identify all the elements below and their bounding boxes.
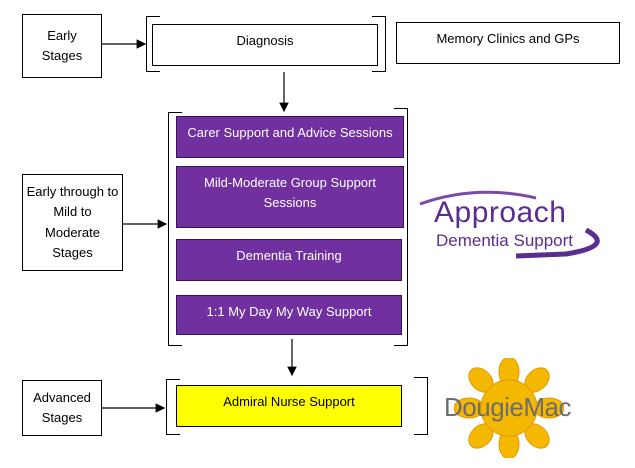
service-carer-support: Carer Support and Advice Sessions bbox=[176, 116, 404, 158]
admiral-bracket-right bbox=[414, 377, 428, 435]
diagnosis-bracket-right bbox=[372, 16, 386, 72]
service-group-support: Mild-Moderate Group Support Sessions bbox=[176, 166, 404, 228]
dougiemac-logo: DougieMac bbox=[444, 358, 594, 458]
stage-advanced-box: Advanced Stages bbox=[22, 380, 102, 436]
service-group-support-label: Mild-Moderate Group Support Sessions bbox=[204, 175, 376, 211]
services-bracket-left bbox=[168, 112, 182, 346]
approach-logo-line1: Approach bbox=[434, 196, 567, 229]
stage-mid-label: Early through to Mild to Moderate Stages bbox=[26, 184, 119, 260]
stage-advanced-label: Advanced Stages bbox=[33, 389, 91, 425]
stage-early-box: Early Stages bbox=[22, 14, 102, 78]
services-bracket-right bbox=[394, 108, 408, 346]
approach-logo-line2: Dementia Support bbox=[436, 231, 574, 250]
admiral-nurse-box: Admiral Nurse Support bbox=[176, 385, 402, 427]
diagnosis-label: Diagnosis bbox=[236, 33, 294, 48]
diagnosis-bracket-left bbox=[146, 16, 160, 72]
service-carer-support-label: Carer Support and Advice Sessions bbox=[187, 125, 393, 140]
service-dementia-training-label: Dementia Training bbox=[236, 248, 342, 263]
diagnosis-box: Diagnosis bbox=[152, 24, 378, 66]
stage-early-label: Early Stages bbox=[41, 27, 83, 63]
service-dementia-training: Dementia Training bbox=[176, 239, 402, 281]
admiral-bracket-left bbox=[166, 379, 180, 435]
sun-icon bbox=[454, 358, 564, 458]
service-my-day-my-way-label: 1:1 My Day My Way Support bbox=[206, 304, 372, 319]
dougiemac-logo-text: DougieMac bbox=[444, 392, 572, 422]
approach-logo: Approach Dementia Support bbox=[416, 188, 616, 262]
memory-clinics-box: Memory Clinics and GPs bbox=[396, 22, 620, 64]
approach-swoosh-icon bbox=[419, 190, 600, 259]
stage-mid-box: Early through to Mild to Moderate Stages bbox=[22, 174, 123, 271]
admiral-nurse-label: Admiral Nurse Support bbox=[223, 394, 355, 409]
service-my-day-my-way: 1:1 My Day My Way Support bbox=[176, 295, 402, 335]
memory-clinics-label: Memory Clinics and GPs bbox=[436, 31, 580, 46]
